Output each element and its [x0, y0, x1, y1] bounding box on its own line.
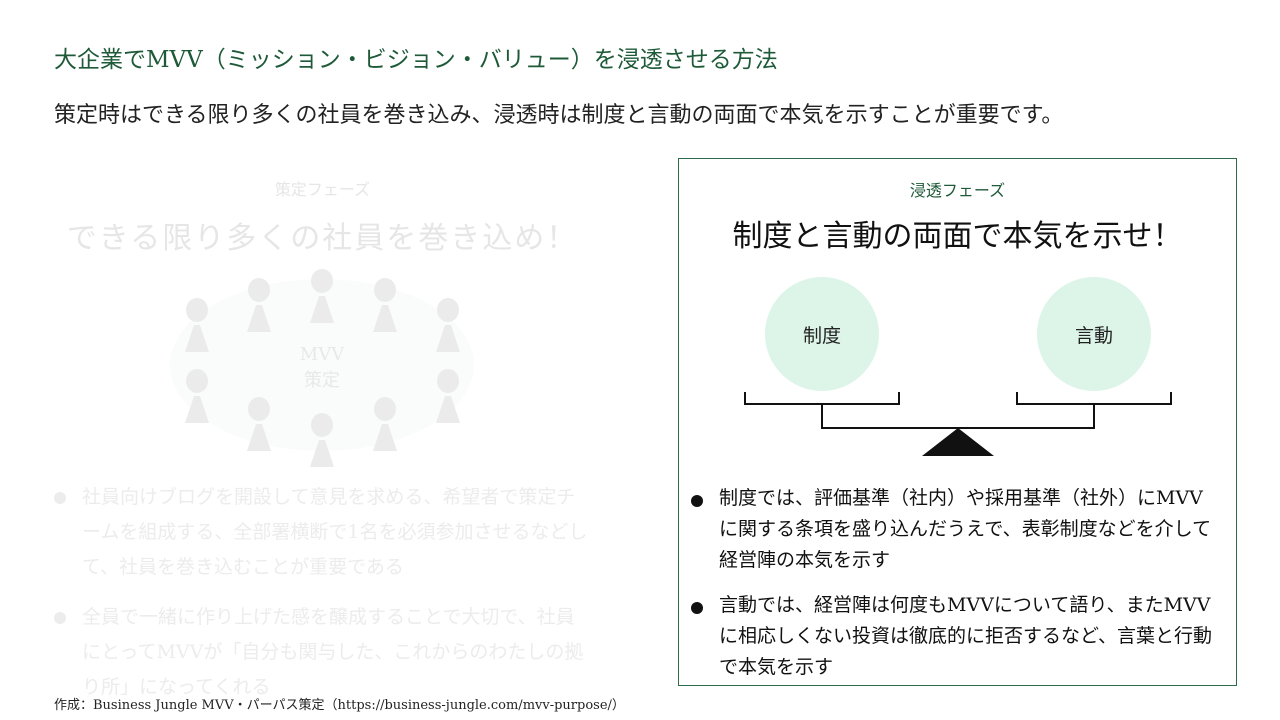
- source-credit: 作成：Business Jungle MVV・パーパス策定（https://bu…: [54, 698, 625, 713]
- person-icon: [373, 278, 397, 332]
- person-icon: [247, 278, 271, 332]
- left-phase-label: 策定フェーズ: [274, 180, 371, 199]
- person-icon: [310, 413, 334, 467]
- person-icon: [247, 397, 271, 451]
- right-phase-label: 浸透フェーズ: [909, 181, 1006, 200]
- person-icon: [373, 397, 397, 451]
- slide-title: 大企業でMVV（ミッション・ビジョン・バリュー）を浸透させる方法: [54, 47, 778, 73]
- center-label-1: MVV: [300, 344, 345, 365]
- person-icon: [185, 298, 209, 352]
- people-circle-diagram: MVV 策定: [170, 269, 474, 467]
- left-bullet-2: 全員で一緒に作り上げた感を醸成することで大切で、社員にとってMVVが「自分も関与…: [52, 600, 592, 705]
- left-bullet-1: 社員向けブログを開設して意見を求める、希望者で策定チームを組成する、全部署横断で…: [52, 480, 592, 585]
- right-bullet-1: 制度では、評価基準（社内）や採用基準（社外）にMVVに関する条項を盛り込んだうえ…: [689, 483, 1219, 576]
- left-headline: できる限り多くの社員を巻き込め！: [66, 221, 579, 256]
- balance-scale-icon: [744, 392, 1172, 456]
- left-bullet-list: 社員向けブログを開設して意見を求める、希望者で策定チームを組成する、全部署横断で…: [52, 480, 592, 720]
- right-bullet-list: 制度では、評価基準（社内）や採用基準（社外）にMVVに関する条項を盛り込んだうえ…: [689, 483, 1219, 697]
- mvv-ellipse: [170, 279, 474, 451]
- right-bullet-2: 言動では、経営陣は何度もMVVについて語り、またMVVに相応しくない投資は徹底的…: [689, 590, 1219, 683]
- person-icon: [310, 269, 334, 323]
- right-headline: 制度と言動の両面で本気を示せ！: [732, 219, 1183, 254]
- penetration-phase-panel: 浸透フェーズ 制度と言動の両面で本気を示せ！ 制度 言動 制度では、評価基準（社…: [678, 158, 1237, 686]
- circle-conduct: 言動: [1037, 277, 1151, 391]
- person-icon: [185, 369, 209, 423]
- person-icon: [436, 369, 460, 423]
- center-label-2: 策定: [304, 370, 340, 391]
- circle-system: 制度: [765, 277, 879, 391]
- slide-subtitle: 策定時はできる限り多くの社員を巻き込み、浸透時は制度と言動の両面で本気を示すこと…: [54, 103, 1064, 128]
- person-icon: [436, 298, 460, 352]
